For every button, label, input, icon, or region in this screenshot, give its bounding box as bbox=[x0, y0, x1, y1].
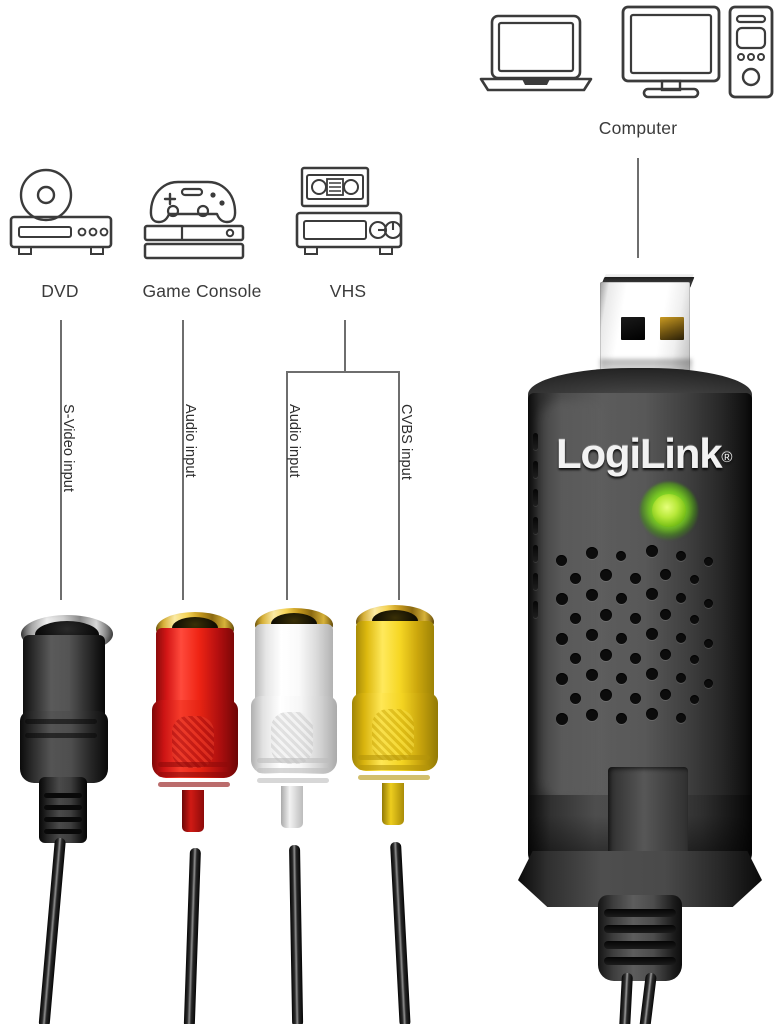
connector-line-game-console bbox=[182, 320, 184, 600]
vhs-player-icon bbox=[294, 165, 404, 260]
s-video-barrel bbox=[23, 635, 105, 723]
device-label-recess bbox=[608, 767, 688, 859]
rca-yellow-rib bbox=[358, 765, 430, 770]
connector-line-vhs-audio bbox=[286, 371, 288, 600]
signal-label-cvbs: CVBS input bbox=[398, 404, 414, 480]
game-console-icon bbox=[142, 164, 246, 260]
signal-label-audio-dvd: Audio input bbox=[182, 404, 198, 478]
brand-logo: LogiLink® bbox=[556, 430, 732, 478]
s-video-rib bbox=[25, 733, 97, 738]
rca-red-barrel bbox=[156, 628, 234, 714]
rca-white-rib bbox=[257, 778, 329, 783]
connector-line-vhs-bracket bbox=[286, 371, 400, 373]
status-led bbox=[652, 494, 686, 527]
cable-rca-white bbox=[289, 844, 304, 1024]
signal-label-audio-vhs: Audio input bbox=[286, 404, 302, 478]
trademark-symbol: ® bbox=[721, 449, 733, 466]
cable-rca-yellow bbox=[390, 841, 411, 1024]
monitor-icon bbox=[620, 4, 722, 100]
signal-label-s-video: S-Video input bbox=[60, 404, 76, 493]
rca-white-barrel bbox=[255, 624, 333, 710]
rca-red-rib bbox=[158, 762, 230, 767]
rca-white-tail bbox=[281, 786, 303, 828]
brand-name: LogiLink bbox=[556, 430, 723, 477]
connector-line-dvd bbox=[60, 320, 62, 600]
cable-rca-red bbox=[183, 847, 201, 1024]
source-label-game-console: Game Console bbox=[142, 281, 262, 301]
logilink-usb-video-grabber: LogiLink® bbox=[500, 255, 781, 1024]
desktop-tower-icon bbox=[727, 4, 775, 100]
rca-red-rib bbox=[158, 782, 230, 787]
rca-white-grip-pad bbox=[271, 712, 313, 764]
computer-label: Computer bbox=[598, 118, 678, 138]
rca-yellow-rib bbox=[358, 775, 430, 780]
rca-red-grip-pad bbox=[172, 716, 214, 768]
source-label-dvd: DVD bbox=[41, 281, 79, 301]
rca-yellow-tail bbox=[382, 783, 404, 825]
connector-line-computer bbox=[637, 158, 639, 258]
rca-yellow-barrel bbox=[356, 621, 434, 707]
dvd-player-icon bbox=[8, 165, 116, 260]
rca-yellow-grip-pad bbox=[372, 709, 414, 761]
rca-yellow-rib bbox=[358, 755, 430, 760]
connector-line-vhs-stem bbox=[344, 320, 346, 373]
rca-red-tail bbox=[182, 790, 204, 832]
usb-contact-opening-left bbox=[621, 317, 645, 340]
rca-white-rib bbox=[257, 758, 329, 763]
laptop-icon bbox=[478, 10, 594, 96]
source-label-vhs: VHS bbox=[329, 281, 367, 301]
s-video-rib bbox=[25, 719, 97, 724]
rca-red-rib bbox=[158, 772, 230, 777]
device-body bbox=[528, 393, 752, 823]
cable-s-video bbox=[38, 837, 66, 1024]
connector-line-vhs-cvbs bbox=[398, 371, 400, 600]
cable-strain-relief bbox=[598, 895, 682, 981]
usb-contact-opening-right bbox=[660, 317, 684, 340]
rca-white-rib bbox=[257, 768, 329, 773]
